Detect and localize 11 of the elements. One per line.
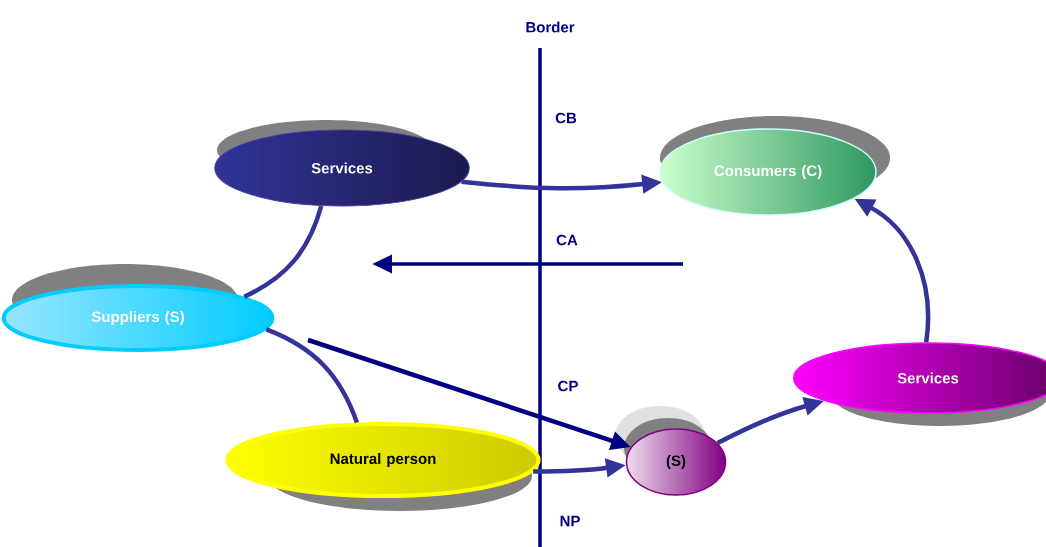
ellipse-node: Services <box>214 120 470 207</box>
flow-label: Border <box>526 21 575 33</box>
flow-label: NP <box>560 515 580 527</box>
ellipse-node: Services <box>792 342 1046 426</box>
flow-label: CP <box>558 380 578 392</box>
ellipse-node: Consumers (C) <box>659 116 890 216</box>
ellipse-node: Suppliers (S) <box>1 264 275 352</box>
ellipse-node: (S) <box>615 406 727 496</box>
flow-label: CA <box>556 234 578 246</box>
ellipse-node: Natural person <box>225 422 541 511</box>
flow-label: CB <box>555 112 577 124</box>
